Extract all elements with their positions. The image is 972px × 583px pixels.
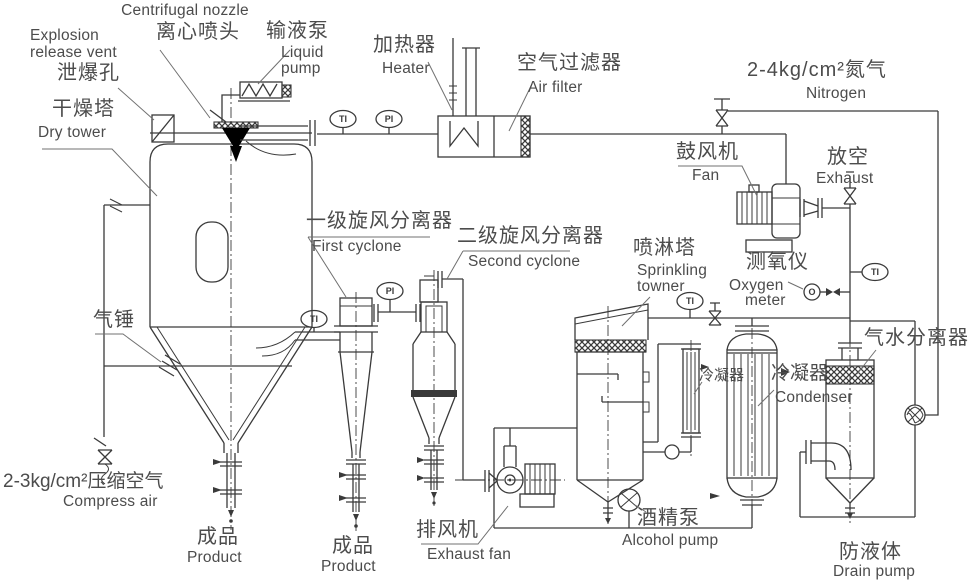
drain-pump-symbol	[904, 321, 926, 517]
label-product-tower-zh: 成品	[197, 526, 239, 548]
gauge-pi-1: PI	[375, 109, 403, 134]
label-first-cyclone-zh: 一级旋风分离器	[306, 210, 453, 232]
label-exhaust-en: Exhaust	[816, 170, 874, 187]
oxygen-meter-symbol: O	[808, 287, 815, 297]
label-product-cyclone-en: Product	[321, 558, 376, 575]
label-first-cyclone-en: First cyclone	[312, 238, 402, 255]
label-oxygen-meter-zh: 测氧仪	[746, 251, 809, 273]
explosion-vent-stub	[151, 114, 175, 143]
gauge-ti-4-label: TI	[871, 267, 879, 277]
label-liquid-pump-en1: Liquid	[281, 44, 324, 61]
label-exhaust-fan-en: Exhaust fan	[427, 546, 512, 563]
nitrogen-line	[714, 98, 939, 416]
label-air-filter-zh: 空气过滤器	[517, 52, 622, 74]
gauge-ti-1-label: TI	[339, 114, 347, 124]
label-centrifugal-nozzle-en: Centrifugal nozzle	[121, 2, 249, 19]
air-inlet-duct	[240, 120, 316, 156]
scrubber-gas-line	[648, 302, 850, 326]
dry-tower-vessel	[109, 132, 313, 523]
label-explosion-vent-zh: 泄爆孔	[57, 62, 120, 84]
gauge-ti-1: TI	[329, 109, 357, 134]
label-product-tower-en: Product	[187, 549, 242, 566]
liquid-pump-unit	[238, 81, 292, 102]
label-alcohol-pump-zh: 酒精泵	[637, 507, 700, 529]
label-condenser-small-zh: 冷凝器	[699, 367, 745, 384]
label-fan-en: Fan	[692, 167, 720, 184]
label-product-cyclone-zh: 成品	[332, 535, 374, 557]
label-drain-pump-zh: 防液体	[839, 541, 902, 563]
small-condenser-unit	[643, 343, 709, 460]
label-second-cyclone-zh: 二级旋风分离器	[457, 225, 604, 247]
bottom-piping	[494, 452, 915, 529]
air-hammer-marks	[158, 354, 181, 377]
compressed-air-line	[93, 204, 292, 485]
gauge-ti-4: TI	[850, 262, 889, 282]
label-condenser-en: Condenser	[775, 389, 853, 406]
label-explosion-vent-en1: Explosion	[30, 27, 100, 44]
gauge-ti-3-label: TI	[686, 296, 694, 306]
label-gas-water-separator-zh: 气水分离器	[864, 327, 969, 349]
label-drain-pump-en: Drain pump	[833, 563, 916, 580]
label-liquid-pump-en2: pump	[281, 60, 321, 77]
first-cyclone-separator	[255, 297, 416, 528]
gas-water-separator-vessel	[800, 342, 875, 519]
exhaust-riser	[843, 171, 915, 343]
blower-fan-unit	[736, 134, 850, 253]
centrifugal-nozzle-assembly	[209, 94, 259, 162]
condenser-unit	[710, 318, 790, 528]
alcohol-pump-symbol	[617, 488, 641, 512]
label-heater-en: Heater	[382, 60, 430, 77]
label-oxygen-meter-en1: Oxygen	[729, 277, 784, 294]
label-nitrogen-zh: 2-4kg/cm²氮气	[747, 59, 887, 81]
label-centrifugal-nozzle-zh: 离心喷头	[156, 21, 240, 43]
label-compress-air-en: Compress air	[63, 493, 158, 510]
gauge-ti-2-label: TI	[310, 314, 318, 324]
label-fan-zh: 鼓风机	[676, 141, 739, 163]
label-condenser-zh: 冷凝器	[771, 363, 829, 384]
label-nitrogen-en: Nitrogen	[806, 85, 867, 102]
label-alcohol-pump-en: Alcohol pump	[622, 532, 719, 549]
label-exhaust-zh: 放空	[827, 146, 869, 168]
gauge-ti-3: TI	[676, 291, 704, 318]
oxygen-meter-instrument: O	[803, 283, 850, 301]
label-second-cyclone-en: Second cyclone	[468, 253, 581, 270]
label-heater-zh: 加热器	[373, 34, 436, 56]
label-air-hammer-zh: 气锤	[93, 309, 135, 331]
label-leaders	[42, 49, 877, 545]
gauge-pi-1-label: PI	[385, 114, 394, 124]
exhaust-fan-unit	[463, 428, 556, 508]
label-dry-tower-zh: 干燥塔	[52, 98, 115, 120]
gauge-ti-2: TI	[300, 309, 328, 332]
label-oxygen-meter-en2: meter	[745, 292, 786, 309]
gauge-pi-2-label: PI	[386, 286, 395, 296]
heater-air-filter-unit	[437, 38, 531, 158]
label-dry-tower-en: Dry tower	[38, 124, 107, 141]
label-sprinkling-tower-en2: towner	[637, 278, 685, 295]
second-cyclone-separator	[411, 271, 464, 505]
label-liquid-pump-zh: 输液泵	[266, 20, 329, 42]
label-explosion-vent-en2: release vent	[30, 44, 117, 61]
sprinkling-tower-vessel	[493, 303, 650, 528]
label-exhaust-fan-zh: 排风机	[416, 519, 479, 541]
label-air-filter-en: Air filter	[528, 79, 583, 96]
label-sprinkling-tower-zh: 喷淋塔	[633, 237, 696, 259]
label-compress-air-zh: 2-3kg/cm²压缩空气	[3, 471, 164, 492]
label-sprinkling-tower-en1: Sprinkling	[637, 262, 708, 279]
gauge-pi-2: PI	[376, 281, 404, 312]
